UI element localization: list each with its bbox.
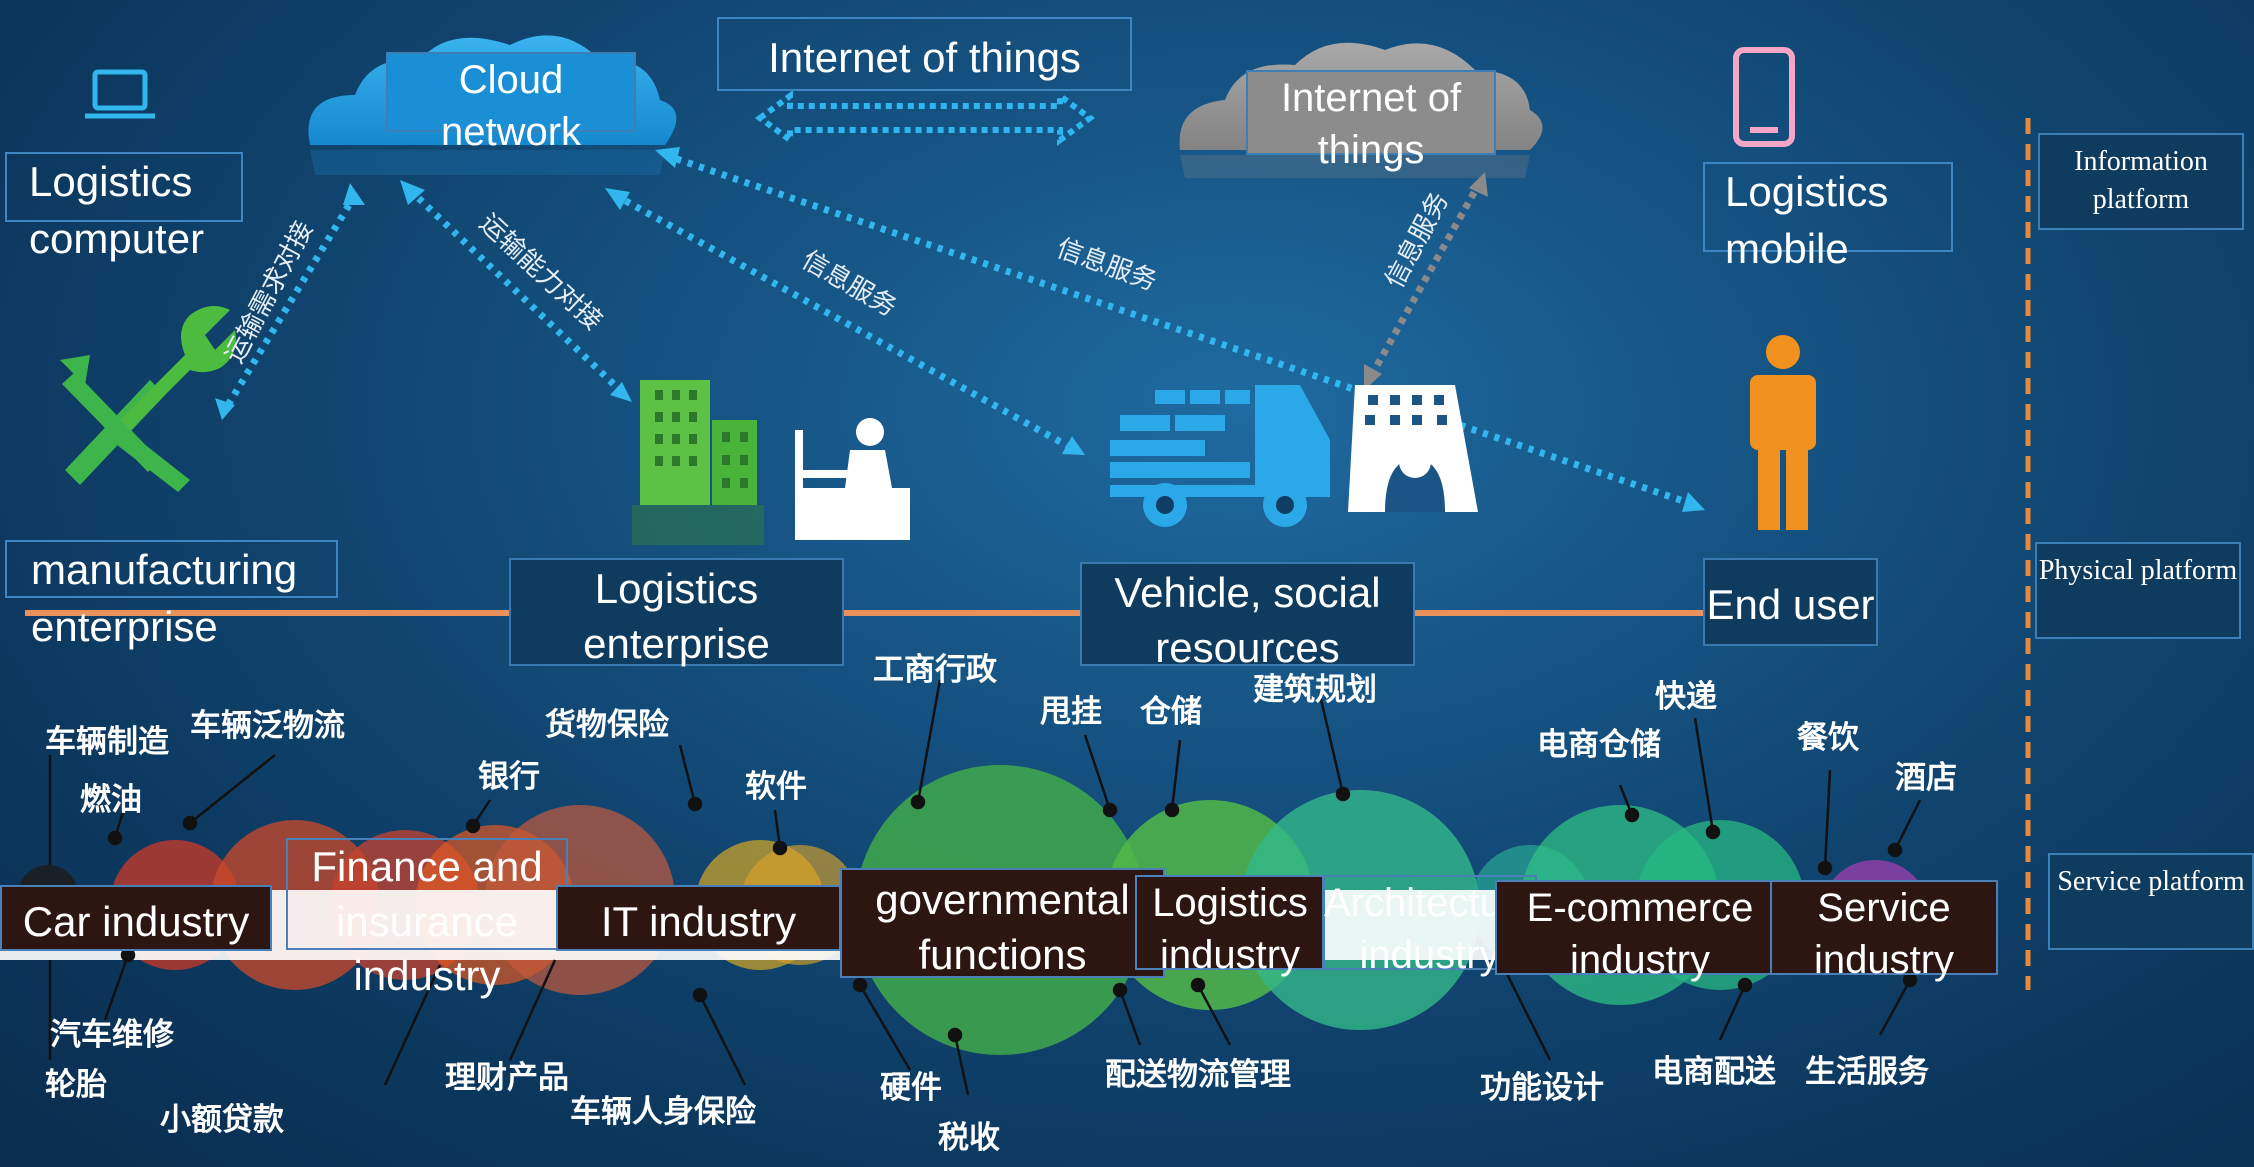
end-user-text: End user [1706, 581, 1875, 628]
arrow-label-transport-demand: 运输需求对接 [220, 216, 320, 368]
gray-arrow [1364, 172, 1488, 390]
label-bank: 银行 [478, 759, 540, 795]
manufacturing-enterprise-label: manufacturing enterprise [5, 540, 338, 650]
service-platform-text: Service platform [2057, 866, 2245, 897]
label-vehicle-logistics: 车辆泛物流 [190, 708, 345, 744]
industry-it: IT industry [556, 885, 841, 951]
logistics-computer-label: Logistics computer [5, 152, 243, 262]
industry-it-text: IT industry [600, 898, 797, 945]
logistics-computer-text: Logistics computer [29, 158, 205, 262]
iot-cloud-label: Internet of things [1246, 70, 1496, 172]
label-hotel: 酒店 [1895, 760, 1957, 796]
industry-service: Service industry [1770, 880, 1998, 982]
label-fuel: 燃油 [80, 782, 142, 818]
label-car-repair: 汽车维修 [50, 1017, 175, 1053]
iot-double-arrow [754, 90, 1096, 146]
info-arrows [222, 151, 1697, 509]
label-drop-trailer: 甩挂 [1040, 694, 1102, 730]
industry-service-text: Service industry [1813, 886, 1955, 982]
label-catering: 餐饮 [1797, 720, 1860, 756]
label-wealth-products: 理财产品 [445, 1060, 569, 1096]
buildings-icon [632, 380, 764, 545]
iot-top-label: Internet of things [717, 17, 1132, 91]
label-tires: 轮胎 [45, 1067, 107, 1103]
pointer-lines [48, 679, 1922, 1096]
cloud-network-label: Cloud network [386, 52, 636, 154]
label-life-services: 生活服务 [1805, 1054, 1929, 1090]
industry-finance-text: Finance and insurance industry [311, 843, 543, 1000]
logistics-mobile-text: Logistics mobile [1725, 168, 1889, 272]
logistics-mobile-label: Logistics mobile [1703, 162, 1953, 272]
label-function-design: 功能设计 [1480, 1070, 1604, 1106]
label-warehousing: 仓储 [1140, 694, 1202, 730]
label-business-admin: 工商行政 [873, 652, 997, 688]
label-hardware: 硬件 [880, 1070, 942, 1106]
industry-government: governmental functions [840, 868, 1165, 978]
logistics-enterprise-text: Logistics enterprise [583, 565, 770, 667]
information-platform-label: Information platform [2038, 133, 2244, 230]
industry-ecommerce-text: E-commerce industry [1526, 886, 1754, 982]
industry-car-text: Car industry [22, 898, 250, 945]
label-microloans: 小额贷款 [160, 1102, 285, 1138]
industry-finance: Finance and insurance industry [286, 838, 568, 999]
end-user-label: End user [1703, 558, 1878, 646]
label-express: 快递 [1655, 679, 1717, 715]
service-platform-label: Service platform [2048, 853, 2254, 950]
iot-top-text: Internet of things [768, 34, 1081, 81]
industry-logistics-text: Logistics industry [1152, 881, 1308, 977]
industry-ecommerce: E-commerce industry [1495, 880, 1785, 982]
cloud-network-text: Cloud network [440, 58, 582, 154]
mobile-icon [1733, 47, 1795, 147]
logistics-enterprise-label: Logistics enterprise [509, 558, 844, 667]
label-architecture-planning: 建筑规划 [1253, 672, 1377, 708]
label-cargo-insurance: 货物保险 [545, 707, 670, 743]
information-platform-text: Information platform [2074, 146, 2208, 215]
label-ecommerce-warehousing: 电商仓储 [1537, 727, 1661, 763]
iot-cloud-text: Internet of things [1280, 76, 1462, 172]
arrow-heads [215, 147, 1705, 512]
vehicle-social-text: Vehicle, social resources [1114, 569, 1381, 671]
label-car-manufacturing: 车辆制造 [45, 724, 169, 760]
physical-platform-label: Physical platform [2035, 542, 2241, 639]
office-worker-icon [795, 418, 910, 540]
laptop-icon [85, 69, 155, 119]
label-distribution-management: 配送物流管理 [1105, 1057, 1291, 1093]
label-tax: 税收 [938, 1120, 1000, 1156]
label-vehicle-personal-insurance: 车辆人身保险 [570, 1094, 757, 1130]
industry-government-text: governmental functions [875, 876, 1130, 978]
government-building-icon [1348, 385, 1478, 512]
arrow-label-info-service-2: 信息服务 [1053, 233, 1161, 297]
industry-logistics: Logistics industry [1135, 875, 1325, 977]
manufacturing-enterprise-text: manufacturing enterprise [31, 546, 298, 650]
vehicle-social-label: Vehicle, social resources [1080, 562, 1415, 671]
physical-platform-text: Physical platform [2038, 555, 2238, 586]
arrow-label-info-service-3: 信息服务 [1380, 187, 1455, 293]
tools-icon [60, 306, 236, 492]
truck-icon [1110, 385, 1330, 527]
person-icon [1750, 335, 1816, 530]
label-software: 软件 [745, 769, 807, 805]
arrow-label-info-service-1: 信息服务 [797, 245, 902, 323]
industry-car: Car industry [0, 885, 272, 951]
label-ecommerce-delivery: 电商配送 [1652, 1054, 1776, 1090]
